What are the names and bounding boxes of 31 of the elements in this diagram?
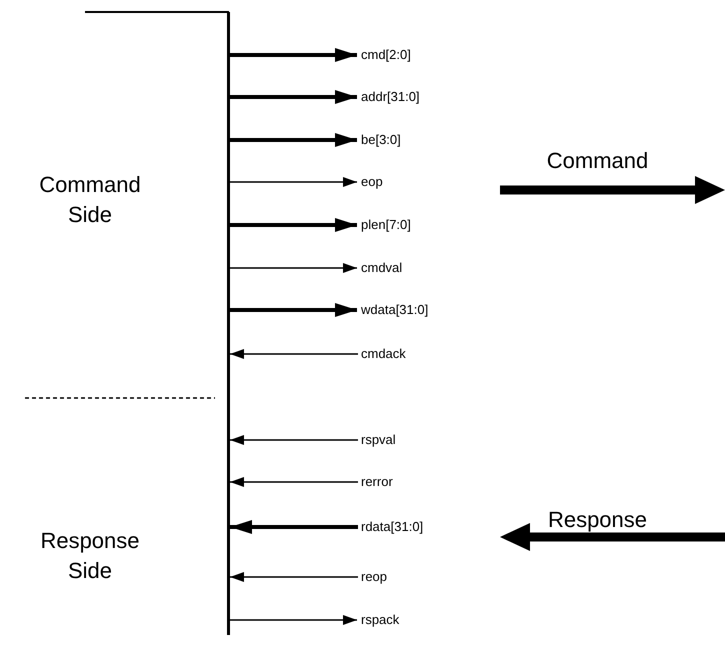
side-label: Command Side (38, 171, 142, 229)
signal-arrow (230, 303, 357, 317)
signal-name: cmdack (360, 345, 406, 363)
signal-name: cmd[2:0] (360, 46, 411, 64)
side-label: Response Side (39, 527, 141, 585)
signal-arrow (230, 48, 357, 62)
signal-name: reop (360, 568, 388, 586)
bus-line (227, 12, 230, 635)
signal-name: plen[7:0] (360, 216, 411, 234)
signal-name: rerror (360, 473, 393, 491)
signal-arrow (230, 218, 357, 232)
signal-arrow (230, 90, 357, 104)
side-label: Command (546, 147, 650, 175)
signal-name: eop (360, 173, 383, 191)
signal-name: rspack (360, 611, 400, 629)
signal-arrow (230, 615, 357, 625)
signal-arrow (230, 520, 358, 534)
signal-name: rdata[31:0] (360, 518, 424, 536)
signal-arrow (230, 177, 357, 187)
signal-name: rspval (360, 431, 396, 449)
signal-name: be[3:0] (360, 131, 401, 149)
signal-arrow (230, 133, 357, 147)
side-label: Response (546, 506, 648, 534)
signal-arrow (230, 477, 358, 487)
signal-arrow (230, 435, 358, 445)
signal-arrow (230, 572, 358, 582)
signal-name: wdata[31:0] (360, 301, 428, 319)
signal-arrow (230, 349, 358, 359)
signal-name: addr[31:0] (360, 88, 420, 106)
signal-name: cmdval (360, 259, 402, 277)
signal-arrow (230, 263, 357, 273)
